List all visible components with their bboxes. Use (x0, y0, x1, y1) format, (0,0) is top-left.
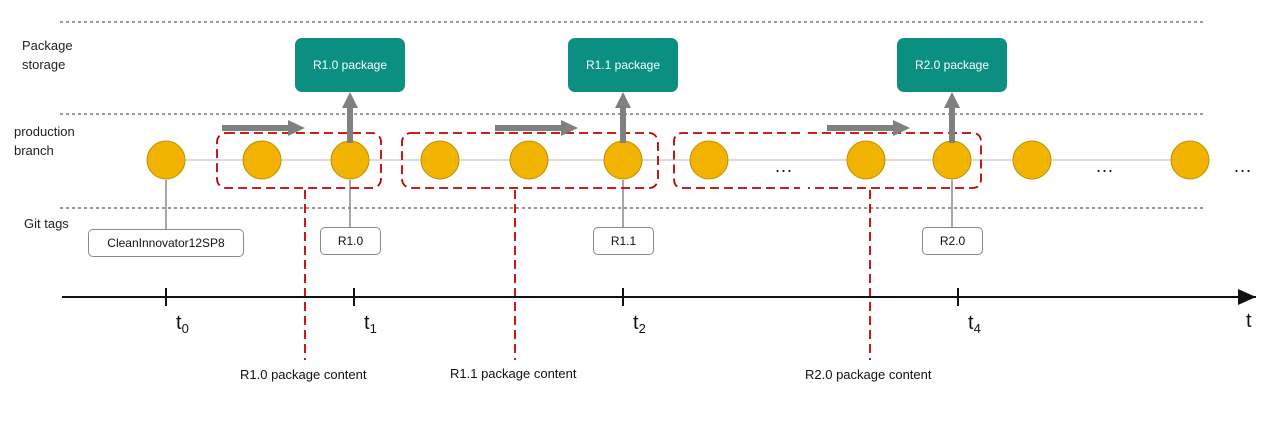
progress-arrow-icon (222, 120, 305, 136)
git-tag-r1-1: R1.1 (593, 227, 654, 255)
time-axis-label: t (1246, 310, 1252, 332)
release-group-outline (401, 132, 659, 189)
release-group-outline (808, 132, 982, 189)
time-label-t2: t2 (633, 312, 646, 336)
package-box-r1-0: R1.0 package (295, 38, 405, 92)
row-label-branch: production branch (14, 124, 75, 158)
commit-node (1170, 140, 1210, 180)
time-label-t4: t4 (968, 312, 981, 336)
branch-ellipsis: ... (775, 156, 794, 176)
package-box-r1-1: R1.1 package (568, 38, 678, 92)
publish-arrow-icon (342, 92, 358, 143)
git-tag-cleaninnovator: CleanInnovator12SP8 (88, 229, 244, 257)
publish-arrow-icon (615, 92, 631, 143)
progress-arrows (222, 120, 910, 136)
git-tag-r1-0: R1.0 (320, 227, 381, 255)
content-label-r2-0: R2.0 package content (805, 367, 932, 382)
time-label-t0: t0 (176, 312, 189, 336)
commit-node (1012, 140, 1052, 180)
git-tag-r2-0: R2.0 (922, 227, 983, 255)
commit-node (146, 140, 186, 180)
content-markers (304, 190, 871, 360)
row-label-tags: Git tags (24, 216, 69, 231)
content-label-r1-0: R1.0 package content (240, 367, 367, 382)
commit-node (932, 140, 972, 180)
commit-node (242, 140, 282, 180)
commit-node (509, 140, 549, 180)
publish-arrow-icon (944, 92, 960, 143)
branch-ellipsis: ... (1234, 156, 1253, 176)
commit-node (330, 140, 370, 180)
branch-ellipsis: ... (1096, 156, 1115, 176)
release-group-outline (673, 132, 800, 189)
content-label-r1-1: R1.1 package content (450, 366, 577, 381)
commit-node (603, 140, 643, 180)
commit-nodes (146, 140, 1210, 180)
time-label-t1: t1 (364, 312, 377, 336)
progress-arrow-icon (827, 120, 910, 136)
publish-arrows (342, 92, 960, 143)
commit-node (846, 140, 886, 180)
row-label-storage: Package storage (22, 38, 73, 72)
release-group-outline (216, 132, 382, 189)
commit-node (420, 140, 460, 180)
commit-node (689, 140, 729, 180)
package-box-r2-0: R2.0 package (897, 38, 1007, 92)
progress-arrow-icon (495, 120, 578, 136)
